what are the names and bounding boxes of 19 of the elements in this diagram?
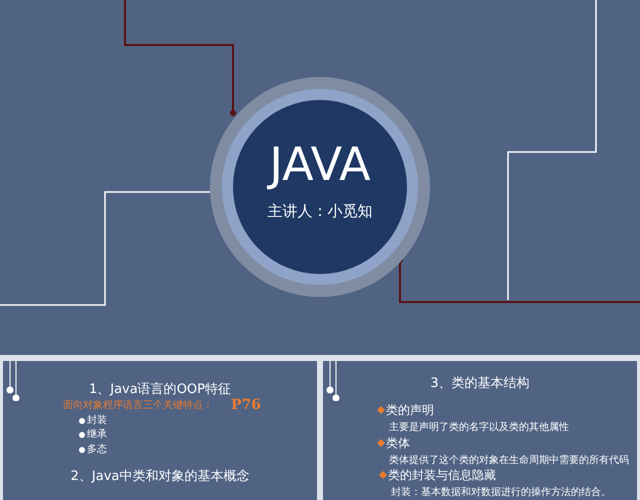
section-heading: 2、Java中类和对象的基本概念 [70, 468, 250, 484]
section-heading: 3、类的基本结构 [429, 374, 531, 392]
subheading-text: 面向对象程序语言三个关键特点： [63, 399, 213, 413]
page-reference: P76 [231, 396, 262, 414]
list-item: 多态 [87, 443, 107, 457]
title-text: JAVA [266, 139, 372, 189]
section-heading: 1、Java语言的OOP特征 [88, 380, 232, 398]
description-text: 封装：基本数据和对数据进行的操作方法的结合。 [391, 486, 611, 500]
item-heading: 类体 [386, 435, 410, 451]
list-item: 继承 [87, 428, 107, 442]
description-text: 类体提供了这个类的对象在生命周期中需要的所有代码 [389, 454, 629, 468]
slide-thumbnail [3, 361, 317, 500]
title-circle [210, 77, 430, 297]
list-item: 封装 [87, 414, 107, 428]
presenter-text: 主讲人：小觅知 [266, 201, 374, 221]
description-text: 主要是声明了类的名字以及类的其他属性 [389, 421, 569, 435]
item-heading: 类的封装与信息隐藏 [388, 467, 496, 483]
item-heading: 类的声明 [386, 402, 434, 418]
slide-thumbnail [323, 361, 637, 500]
